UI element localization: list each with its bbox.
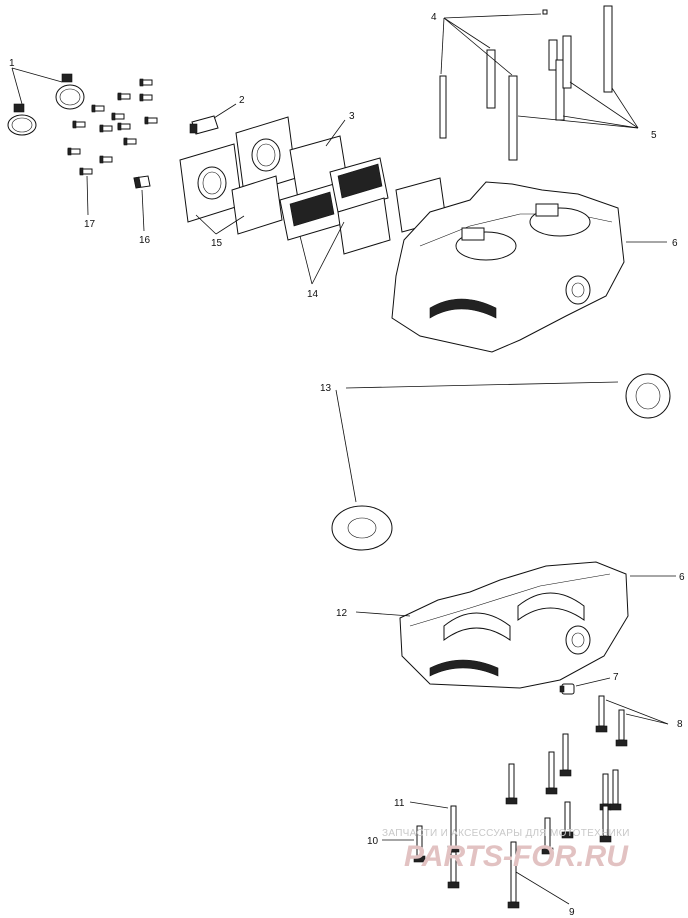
reed-valve-assemblies <box>279 135 447 255</box>
intake-adapter-plates <box>179 116 297 235</box>
callout-15-leader <box>195 214 245 235</box>
clip <box>133 175 151 189</box>
callout-4-leader <box>440 13 542 76</box>
callout-12-leader <box>355 611 411 617</box>
callout-17-leader <box>86 175 89 216</box>
oil-seals <box>331 373 671 551</box>
callout-9-leader <box>515 871 570 905</box>
callout-17: 17 <box>84 219 96 230</box>
hose-clamps <box>7 73 85 136</box>
watermark-tagline: ЗАПЧАСТИ И АКСЕССУАРЫ ДЛЯ МОТОТЕХНИКИ <box>382 828 630 839</box>
lower-crankcase <box>399 561 629 689</box>
callout-7: 7 <box>613 672 619 683</box>
callout-3: 3 <box>349 111 355 122</box>
callout-11: 11 <box>394 798 405 809</box>
callout-1-leader <box>11 67 63 105</box>
callout-14-leader <box>299 221 345 285</box>
fitting <box>189 115 219 135</box>
callout-1: 1 <box>9 58 15 69</box>
callout-4: 4 <box>431 12 437 23</box>
callout-14: 14 <box>307 289 319 300</box>
callout-16-leader <box>141 189 145 232</box>
upper-crankcase <box>391 181 625 353</box>
watermark-brand: PARTS-FOR.RU <box>404 840 629 873</box>
callout-12: 12 <box>336 608 348 619</box>
callout-5-leader <box>517 81 639 129</box>
callout-8: 8 <box>677 719 683 730</box>
callout-11-leader <box>409 801 449 809</box>
callout-13: 13 <box>320 383 332 394</box>
callout-6a: 6 <box>672 238 678 249</box>
callout-2-leader <box>213 103 237 119</box>
callout-10: 10 <box>367 836 379 847</box>
callout-6b: 6 <box>679 572 685 583</box>
callout-13-leader <box>335 381 619 503</box>
callout-2: 2 <box>239 95 245 106</box>
small-screws <box>67 78 158 176</box>
studs <box>548 5 613 121</box>
callout-3-leader <box>325 119 346 147</box>
callout-16: 16 <box>139 235 151 246</box>
callout-5: 5 <box>651 130 657 141</box>
callout-9: 9 <box>569 907 575 918</box>
callout-15: 15 <box>211 238 223 249</box>
plug <box>559 683 575 695</box>
dowel-pins <box>439 9 548 161</box>
callout-8-leader <box>605 699 669 725</box>
callout-7-leader <box>575 677 611 687</box>
crankcase-bolts <box>413 695 628 909</box>
